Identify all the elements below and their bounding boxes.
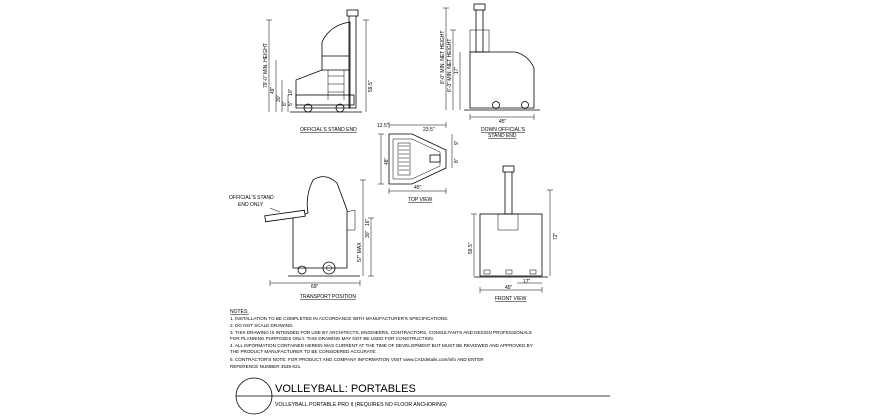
dim-front-72: 72" [553, 232, 559, 240]
transport-position-view: OFFICIAL'S STAND END ONLY 57" MAX 30" 16… [229, 176, 374, 300]
dim-57-max: 57" MAX [357, 242, 363, 262]
note-line: 1. INSTALLATION TO BE COMPLETED IN ACCOR… [230, 316, 448, 321]
note-line: 4. ALL INFORMATION CONTAINED HEREIN WAS … [230, 343, 533, 348]
caption-officials-stand-end: OFFICIAL'S STAND END [300, 127, 357, 133]
note-line: THE PRODUCT MANUFACTURER TO BE CONSIDERE… [230, 349, 377, 354]
note-line: REFERENCE NUMBER 4535-021. [230, 364, 301, 369]
dim-top-width: 45" [414, 185, 422, 191]
dim-front-59-5: 59.5" [468, 242, 474, 254]
caption-front-view: FRONT VIEW [495, 296, 527, 302]
note-line: FOR PLANNING PURPOSES ONLY. THIS DRAWING… [230, 336, 434, 341]
note-line: 3. THIS DRAWING IS INTENDED FOR USE BY A… [230, 330, 532, 335]
dim-17: 17" [454, 66, 460, 74]
dim-48: 48" [384, 157, 390, 165]
dim-transport-16: 16" [365, 218, 371, 226]
caption-down-officials-1: DOWN OFFICIAL'S [481, 127, 526, 133]
dim-front-45: 45" [505, 285, 513, 291]
dim-8: 8" [282, 101, 288, 106]
caption-top-view: TOP VIEW [408, 197, 433, 203]
callout-officials-stand-2: END ONLY [238, 202, 264, 208]
caption-down-officials-2: STAND END [488, 133, 517, 139]
dim-9: 9" [454, 140, 460, 145]
dim-5: 5" [288, 101, 294, 106]
callout-officials-stand-1: OFFICIAL'S STAND [229, 195, 274, 201]
dim-transport-69: 69" [311, 284, 319, 290]
top-view-hatching [399, 145, 409, 171]
dim-30: 30" [276, 94, 282, 102]
dim-min-height: 79'-0" MIN. HEIGHT [263, 43, 269, 88]
note-line: 2. DO NOT SCALE DRAWING. [230, 323, 294, 328]
officials-stand-end-view: 79'-0" MIN. HEIGHT 49" 30" 8" 5" 10" 59.… [263, 9, 374, 133]
caption-transport-position: TRANSPORT POSITION [300, 294, 356, 300]
dim-6ft3-net-height: 6'-3" MIN. NET HEIGHT [447, 39, 453, 92]
dim-8-top: 8" [454, 158, 460, 163]
note-line: 5. CONTRACTOR'S NOTE: FOR PRODUCT AND CO… [230, 357, 484, 362]
dim-12-5: 12.5" [377, 123, 389, 129]
front-view: 59.5" 72" 17" 45" FRONT VIEW [468, 165, 559, 302]
dim-transport-30: 30" [365, 230, 371, 238]
dim-width-45: 45" [499, 119, 507, 125]
notes-block: NOTES: 1. INSTALLATION TO BE COMPLETED I… [230, 309, 533, 369]
dim-49: 49" [270, 86, 276, 94]
down-officials-stand-end-view: 8'-0" MIN. NET HEIGHT 6'-3" MIN. NET HEI… [440, 3, 540, 139]
dim-8ft-net-height: 8'-0" MIN. NET HEIGHT [440, 31, 446, 84]
dim-23-5: 23.5" [423, 127, 435, 133]
drawing-title: VOLLEYBALL: PORTABLES [275, 383, 416, 395]
top-view: 12.5" 23.5" 9" 48" 8" 45" TOP VIEW [377, 122, 460, 203]
notes-heading: NOTES: [230, 309, 249, 315]
title-block: VOLLEYBALL: PORTABLES VOLLEYBALL PORTABL… [235, 377, 610, 415]
dim-59-5: 59.5" [368, 80, 374, 92]
drawing-subtitle: VOLLEYBALL PORTABLE PRO II (REQUIRES NO … [275, 402, 447, 408]
dim-front-17: 17" [523, 279, 531, 285]
dim-10: 10" [288, 88, 294, 96]
